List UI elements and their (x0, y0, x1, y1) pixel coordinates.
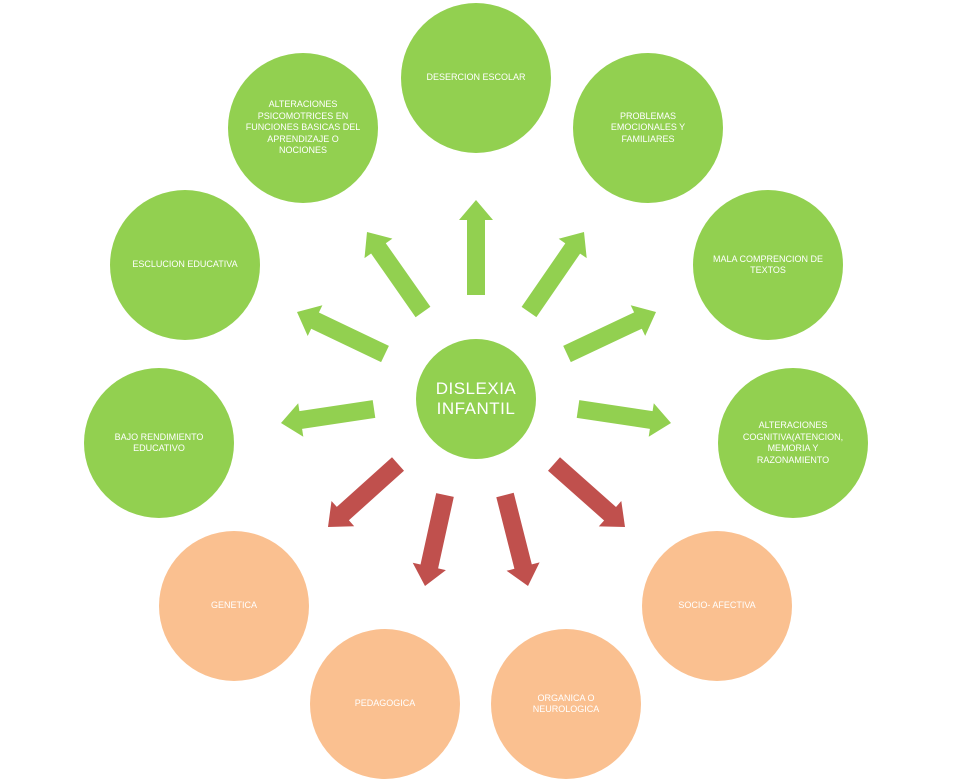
arrow-to-mala (563, 305, 656, 363)
arrow-to-socio (548, 457, 625, 527)
node-label: MALA COMPRENCION DE TEXTOS (712, 253, 824, 276)
node-problemas-emocionales: PROBLEMAS EMOCIONALES Y FAMILIARES (573, 53, 723, 203)
node-genetica: GENETICA (159, 531, 309, 681)
arrow-to-genetica (328, 457, 404, 527)
arrow-to-problemas (521, 232, 587, 318)
node-organica-neurologica: ORGANICA O NEUROLOGICA (491, 629, 641, 779)
node-alteraciones-psicomotrices: ALTERACIONES PSICOMOTRICES EN FUNCIONES … (228, 53, 378, 203)
arrow-to-bajo (281, 400, 376, 437)
node-label: ALTERACIONES COGNITIVA(ATENCION, MEMORIA… (742, 420, 844, 465)
arrow-to-esclucion (297, 305, 389, 363)
node-label: PEDAGOGICA (354, 698, 416, 709)
node-pedagogica: PEDAGOGICA (310, 629, 460, 779)
node-socio-afectiva: SOCIO- AFECTIVA (642, 531, 792, 681)
node-bajo-rendimiento: BAJO RENDIMIENTO EDUCATIVO (84, 368, 234, 518)
node-esclucion-educativa: ESCLUCION EDUCATIVA (110, 190, 260, 340)
node-label: ALTERACIONES PSICOMOTRICES EN FUNCIONES … (245, 99, 361, 156)
node-label: GENETICA (210, 600, 257, 611)
node-label: PROBLEMAS EMOCIONALES Y FAMILIARES (610, 110, 686, 144)
node-alteraciones-cognitiva: ALTERACIONES COGNITIVA(ATENCION, MEMORIA… (718, 368, 868, 518)
arrow-to-psicomotrices (364, 232, 431, 318)
node-label: ORGANICA O NEUROLOGICA (532, 692, 600, 715)
node-desercion-escolar: DESERCION ESCOLAR (401, 3, 551, 153)
arrow-to-pedagogica (412, 493, 454, 586)
node-label: ESCLUCION EDUCATIVA (132, 259, 238, 270)
arrow-to-desercion (459, 200, 493, 295)
node-label: SOCIO- AFECTIVA (678, 600, 756, 611)
center-node: DISLEXIA INFANTIL (416, 339, 536, 459)
arrow-to-organica (496, 492, 540, 586)
arrow-to-cognitiva (576, 400, 671, 437)
node-mala-comprencion: MALA COMPRENCION DE TEXTOS (693, 190, 843, 340)
node-label: DESERCION ESCOLAR (426, 72, 526, 83)
node-label: BAJO RENDIMIENTO EDUCATIVO (114, 431, 204, 454)
center-label: DISLEXIA INFANTIL (435, 379, 517, 418)
